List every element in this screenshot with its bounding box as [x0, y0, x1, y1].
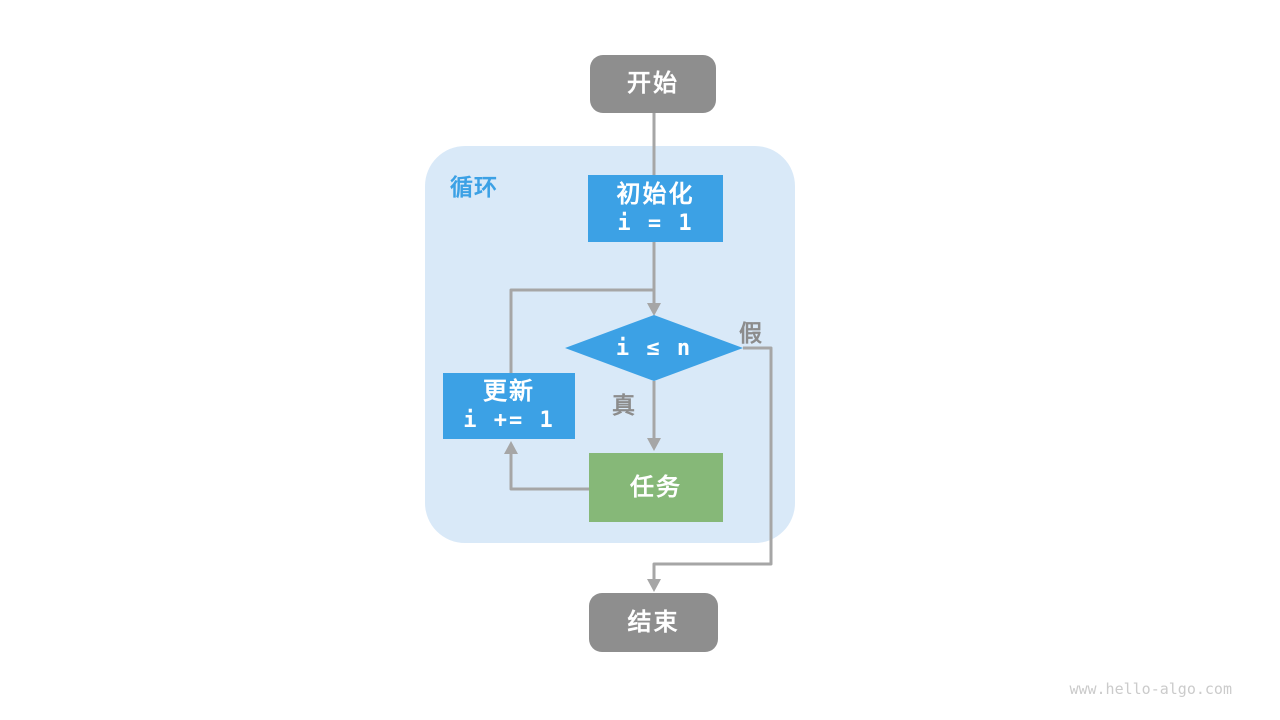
update-node-label: 更新: [483, 378, 535, 406]
arrowhead-into-task: [647, 438, 661, 451]
arrowhead-into-end: [647, 579, 661, 592]
branch-label-true: 真: [612, 392, 635, 418]
start-node-label: 开始: [627, 70, 679, 97]
task-node-label: 任务: [630, 473, 682, 501]
branch-label-false: 假: [739, 320, 762, 346]
edge-task-to-update: [509, 454, 589, 491]
init-process-node: 初始化 i = 1: [588, 175, 723, 242]
update-node-code: i += 1: [463, 408, 555, 434]
task-process-node: 任务: [589, 453, 723, 522]
end-node-label: 结束: [627, 608, 680, 636]
init-node-label: 初始化: [616, 180, 695, 208]
watermark-url: www.hello-algo.com: [1069, 680, 1232, 698]
condition-node-label: i ≤ n: [615, 335, 693, 361]
start-node: 开始: [590, 55, 716, 113]
update-process-node: 更新 i += 1: [443, 373, 575, 439]
loop-group-label: 循环: [450, 174, 498, 200]
arrowhead-into-update: [504, 441, 518, 454]
condition-diamond: [565, 315, 743, 381]
end-node: 结束: [589, 593, 718, 652]
edge-condition-false-to-end: [652, 346, 773, 579]
init-node-code: i = 1: [617, 210, 694, 236]
arrowhead-into-condition: [647, 303, 661, 316]
edge-update-loopback: [509, 288, 654, 373]
